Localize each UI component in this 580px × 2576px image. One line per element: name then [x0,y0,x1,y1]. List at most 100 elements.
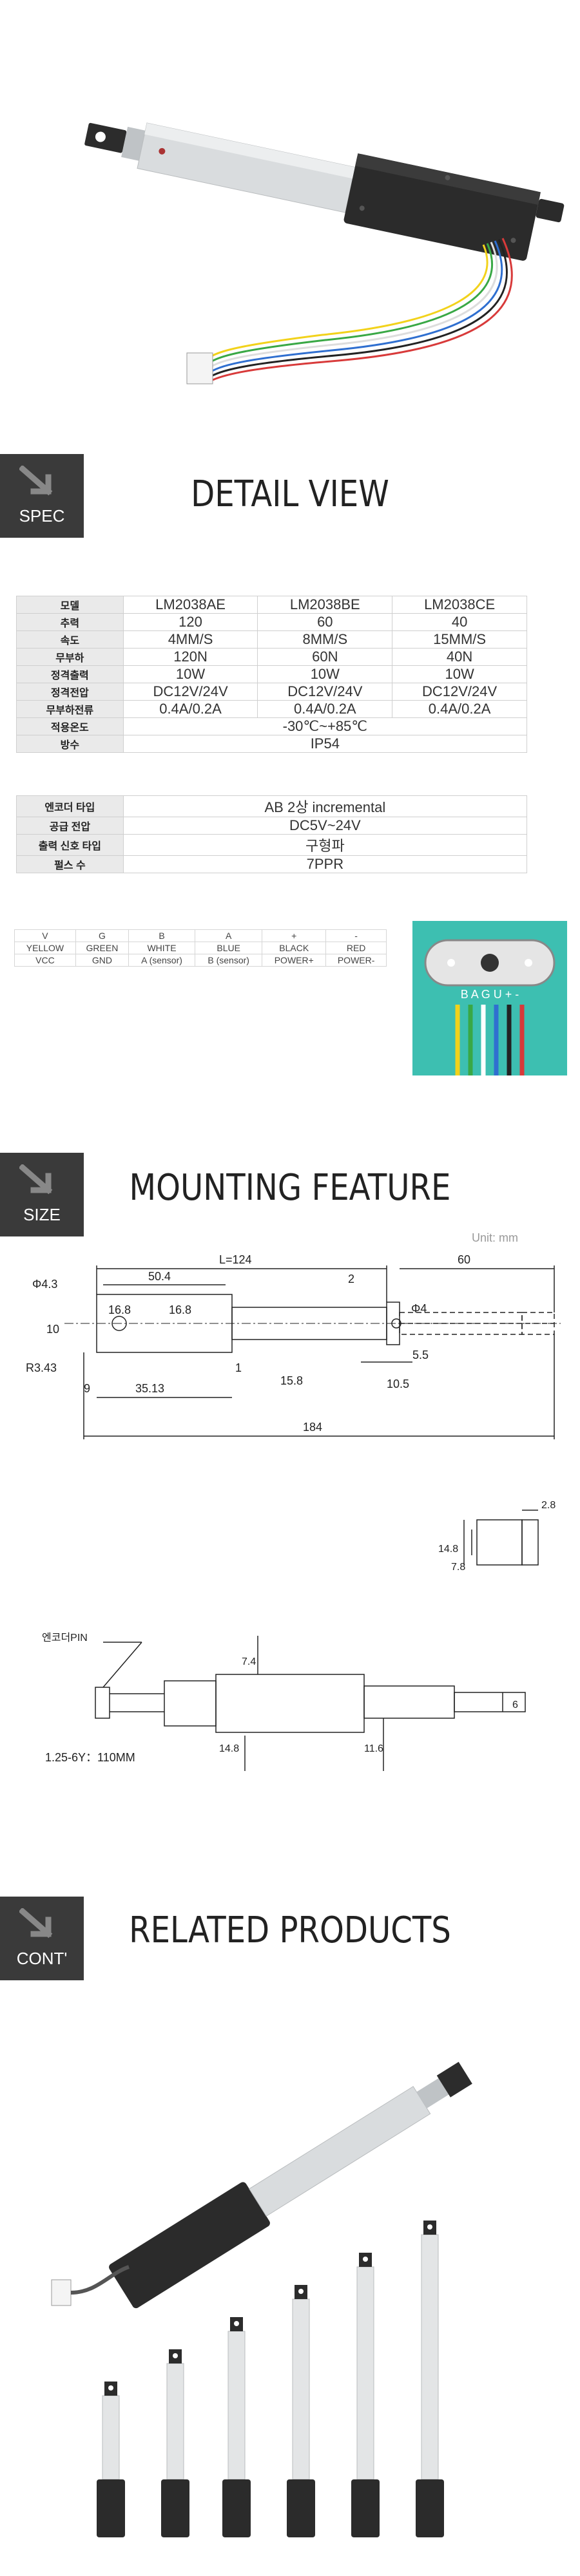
encoder-label: 펄스 수 [16,855,124,873]
wire-cell: A (sensor) [128,954,196,967]
wire-cell: YELLOW [14,942,76,954]
spec-label: 모델 [16,596,124,614]
related-actuator [287,2285,315,2537]
related-products-title: RELATED PRODUCTS [129,1909,451,1951]
dim-50-4: 50.4 [148,1270,171,1283]
spec-value: 60N [257,648,393,666]
wire-cell: POWER+ [262,954,327,967]
wire-cell: BLACK [262,942,327,954]
detail-view-title: DETAIL VIEW [191,473,389,515]
related-products-image [51,2061,472,2537]
hero-actuator-image [84,122,565,384]
cont-badge: CONT' [0,1897,84,1980]
wire-cell: GND [75,954,129,967]
size-badge-label: SIZE [23,1205,61,1224]
dim-16-8b: 16.8 [169,1303,191,1316]
encoder-label: 엔코더 타입 [16,795,124,817]
spec-label: 방수 [16,735,124,753]
spec-label: 무부하전류 [16,700,124,718]
wire-cell: POWER- [325,954,387,967]
dim-7-8: 7.8 [451,1562,465,1573]
encoder-value: 7PPR [122,855,528,873]
dim-5-5: 5.5 [412,1349,429,1361]
dim-L: L=124 [219,1253,252,1266]
dim-6: 6 [512,1700,518,1710]
arrow-icon [19,1908,53,1938]
spec-label: 추력 [16,613,124,631]
dim-10: 10 [46,1323,59,1336]
dim-60: 60 [458,1253,470,1266]
related-actuator [416,2221,444,2537]
spec-value: 10W [392,665,527,683]
wire-cell: BLUE [195,942,263,954]
related-actuator [161,2349,189,2537]
spec-value: 8MM/S [257,630,393,649]
wire-cell: V [14,929,76,942]
dim-2-8: 2.8 [541,1500,556,1511]
spec-value: 120 [122,613,258,631]
dim-11-6: 11.6 [364,1743,383,1754]
spec-value: DC12V/24V [122,683,258,701]
spec-value: 0.4A/0.2A [257,700,393,718]
mounting-drawing-side: 2.8 14.8 7.8 [438,1500,556,1573]
dim-phi4: Φ4 [411,1302,427,1315]
dim-16-8a: 16.8 [108,1303,131,1316]
dim-7-4: 7.4 [242,1656,256,1667]
dim-14-8a: 14.8 [438,1544,458,1555]
spec-value: 0.4A/0.2A [392,700,527,718]
wire-cell: GREEN [75,942,129,954]
spec-value: 0.4A/0.2A [122,700,258,718]
encoder-value: AB 2상 incremental [122,795,528,817]
spec-value: 10W [257,665,393,683]
size-badge: SIZE [0,1153,84,1236]
spec-value: LM2038BE [257,596,393,614]
encoder-label: 출력 신호 타입 [16,834,124,856]
spec-value: LM2038CE [392,596,527,614]
wire-cell: G [75,929,129,942]
connector-label: 엔코더PIN [42,1632,88,1643]
spec-row: 적용온도-30℃~+85℃ [16,717,528,735]
dim-2: 2 [348,1273,354,1285]
spec-label: 정격전압 [16,683,124,701]
spec-merged-value: IP54 [122,735,528,753]
spec-badge-label: SPEC [19,506,65,526]
spec-label: 속도 [16,630,124,649]
wire-cell: + [262,929,327,942]
encoder-value: 구형파 [122,834,528,856]
dim-10-5: 10.5 [387,1378,409,1390]
spec-merged-value: -30℃~+85℃ [122,717,528,735]
dim-15-8: 15.8 [280,1374,303,1387]
spec-value: 10W [122,665,258,683]
spec-value: 15MM/S [392,630,527,649]
encoder-pcb-image: B A G U + - [412,921,567,1075]
spec-value: 40 [392,613,527,631]
cont-badge-label: CONT' [16,1949,68,1968]
spec-label: 정격출력 [16,665,124,683]
spec-value: DC12V/24V [392,683,527,701]
dim-9: 9 [84,1382,90,1395]
dim-35-13: 35.13 [135,1382,164,1395]
wire-cell: - [325,929,387,942]
related-actuator [97,2382,125,2537]
arrow-icon [19,1164,53,1195]
wire-cell: B (sensor) [195,954,263,967]
spec-label: 적용온도 [16,717,124,735]
spec-value: 120N [122,648,258,666]
dim-1: 1 [235,1361,242,1374]
spec-value: 4MM/S [122,630,258,649]
